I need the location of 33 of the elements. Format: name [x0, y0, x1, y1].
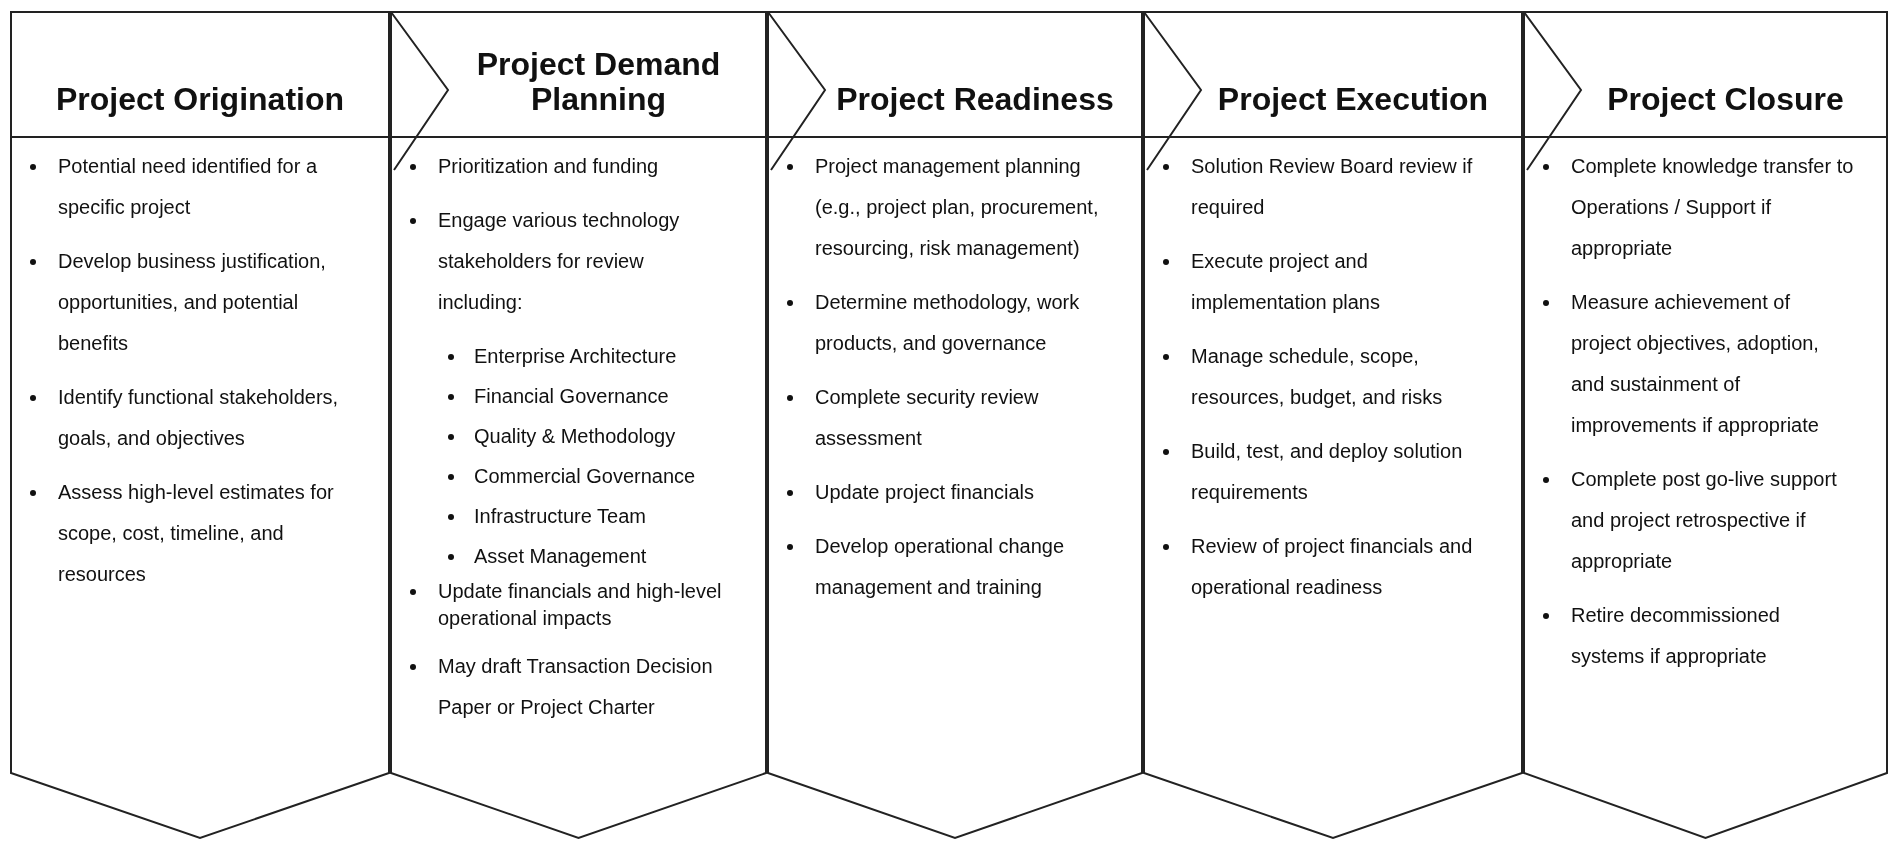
- phase-title: Project Closure: [1607, 81, 1844, 117]
- bullet-text: Project management planning (e.g., project plan, procurement, resourcing, risk management): [815, 155, 1099, 259]
- bullet-text: Complete post go-live support and project retrospective if appropriate: [1571, 468, 1837, 572]
- bullet-text: Enterprise Architecture: [474, 345, 677, 367]
- bullet-text: Manage schedule, scope, resources, budget, and risks: [1191, 345, 1443, 408]
- bullet-text: Update financials and high-level operational impacts: [438, 580, 722, 629]
- bullet-text: Asset Management: [474, 545, 647, 567]
- bullet-text: Identify functional stakeholders, goals, and objectives: [58, 386, 339, 449]
- bullet-text: Develop business justification, opportunities, and potential benefits: [58, 250, 326, 354]
- phase-title: Project Readiness: [836, 81, 1114, 117]
- phase-title: Project Demand Planning: [475, 46, 722, 117]
- bullet-text: Prioritization and funding: [438, 155, 659, 177]
- bullet-text: Update project financials: [815, 481, 1034, 503]
- bullet-text: Potential need identified for a specific project: [58, 155, 318, 218]
- bullet-text: Measure achievement of project objectives, adoption, and sustainment of improvements if appropriate: [1571, 291, 1819, 436]
- bullet-text: Execute project and implementation plans: [1191, 250, 1380, 313]
- bullet-text: Commercial Governance: [474, 465, 696, 487]
- bullet-text: Solution Review Board review if required: [1191, 155, 1473, 218]
- phase-title: Project Origination: [56, 81, 344, 117]
- bullet-text: Engage various technology stakeholders for review including:: [438, 209, 680, 313]
- bullet-text: Complete security review assessment: [815, 386, 1039, 449]
- bullet-text: Review of project financials and operational readiness: [1191, 535, 1473, 598]
- bullet-text: Financial Governance: [474, 385, 669, 407]
- bullet-text: Develop operational change management and training: [815, 535, 1065, 598]
- phase-title: Project Execution: [1217, 81, 1489, 117]
- bullet-text: Determine methodology, work products, and governance: [815, 291, 1080, 354]
- bullet-text: Assess high-level estimates for scope, cost, timeline, and resources: [58, 481, 334, 585]
- bullet-text: Infrastructure Team: [474, 505, 646, 527]
- bullet-text: Retire decommissioned systems if appropriate: [1571, 604, 1780, 667]
- bullet-text: Build, test, and deploy solution requirements: [1191, 440, 1463, 503]
- bullet-text: Quality & Methodology: [474, 425, 676, 447]
- bullet-text: May draft Transaction Decision Paper or Project Charter: [438, 655, 713, 718]
- bullet-text: Complete knowledge transfer to Operations / Support if appropriate: [1571, 155, 1854, 259]
